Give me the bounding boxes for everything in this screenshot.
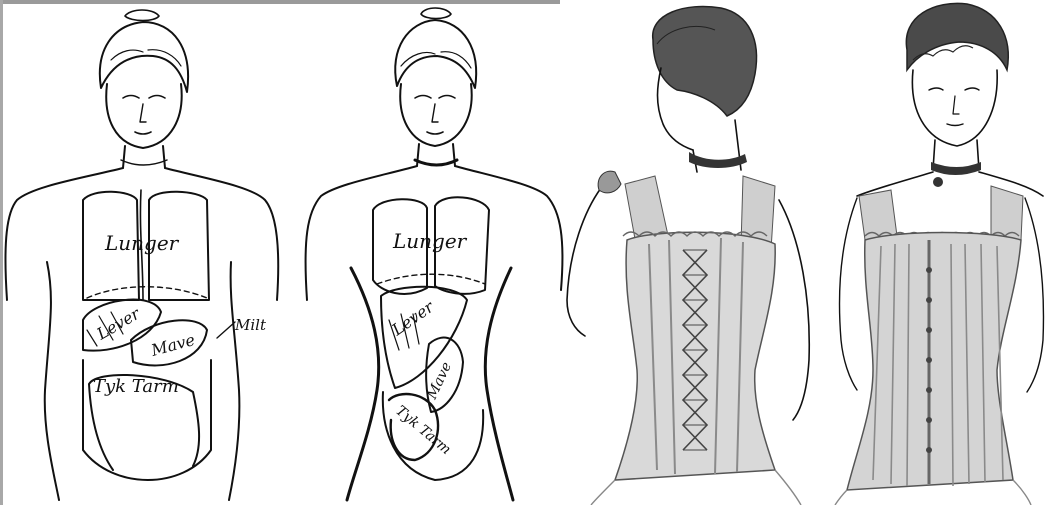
label-lever: Lever [93, 303, 145, 344]
right-waist [229, 262, 239, 500]
mouth [427, 132, 443, 134]
label-tyktarm: Tyk Tarm [93, 376, 179, 397]
corset-front-svg [817, 0, 1057, 505]
face-outline [400, 84, 471, 146]
hair [100, 22, 188, 92]
corset-back-view-illustration [565, 0, 817, 505]
left-arm [840, 198, 857, 390]
hair [395, 20, 476, 88]
mouth [947, 124, 963, 126]
corset-back-svg [565, 0, 817, 505]
milt-pointer [217, 322, 235, 338]
nose [432, 104, 438, 122]
right-arm [779, 200, 809, 420]
hair-bun [125, 10, 159, 21]
natural-torso-svg: Lunger Lever Mave Milt Tyk Tarm [3, 0, 285, 505]
diaphragm-line [87, 287, 207, 298]
face-outline [912, 70, 997, 146]
corseted-torso-svg: Lunger Lever Mave Tyk Tarm [285, 0, 565, 505]
corset-front-view-illustration [817, 0, 1057, 505]
label-lunger: Lunger [104, 231, 180, 255]
right-corset-waist [485, 268, 513, 500]
choker [931, 162, 981, 175]
eyes [415, 96, 455, 99]
left-arm [567, 188, 601, 336]
natural-torso-diagram: Lunger Lever Mave Milt Tyk Tarm [3, 0, 285, 505]
corseted-torso-diagram: Lunger Lever Mave Tyk Tarm [285, 0, 565, 505]
corset-body [615, 232, 775, 480]
hair [653, 6, 757, 116]
left-shoulder-strap [859, 190, 897, 240]
left-corset-waist [347, 268, 379, 500]
choker [689, 152, 747, 168]
nose [953, 96, 959, 114]
label-milt: Milt [234, 316, 267, 334]
corset-body [847, 233, 1021, 491]
eyes [123, 96, 165, 99]
mouth [135, 132, 151, 134]
face-outline [106, 84, 181, 148]
eyes [929, 88, 979, 90]
diaphragm-line [377, 274, 485, 284]
hair [906, 3, 1008, 70]
label-lever: Lever [388, 296, 439, 339]
choker-pendant [933, 177, 943, 187]
label-tyktarm: Tyk Tarm [392, 403, 453, 458]
right-arm [1025, 198, 1043, 392]
left-hand [598, 171, 621, 193]
left-waist [45, 262, 59, 500]
label-lunger: Lunger [392, 229, 468, 253]
hair-bun [421, 8, 451, 19]
nose [140, 104, 146, 122]
right-shoulder-strap [991, 186, 1023, 240]
